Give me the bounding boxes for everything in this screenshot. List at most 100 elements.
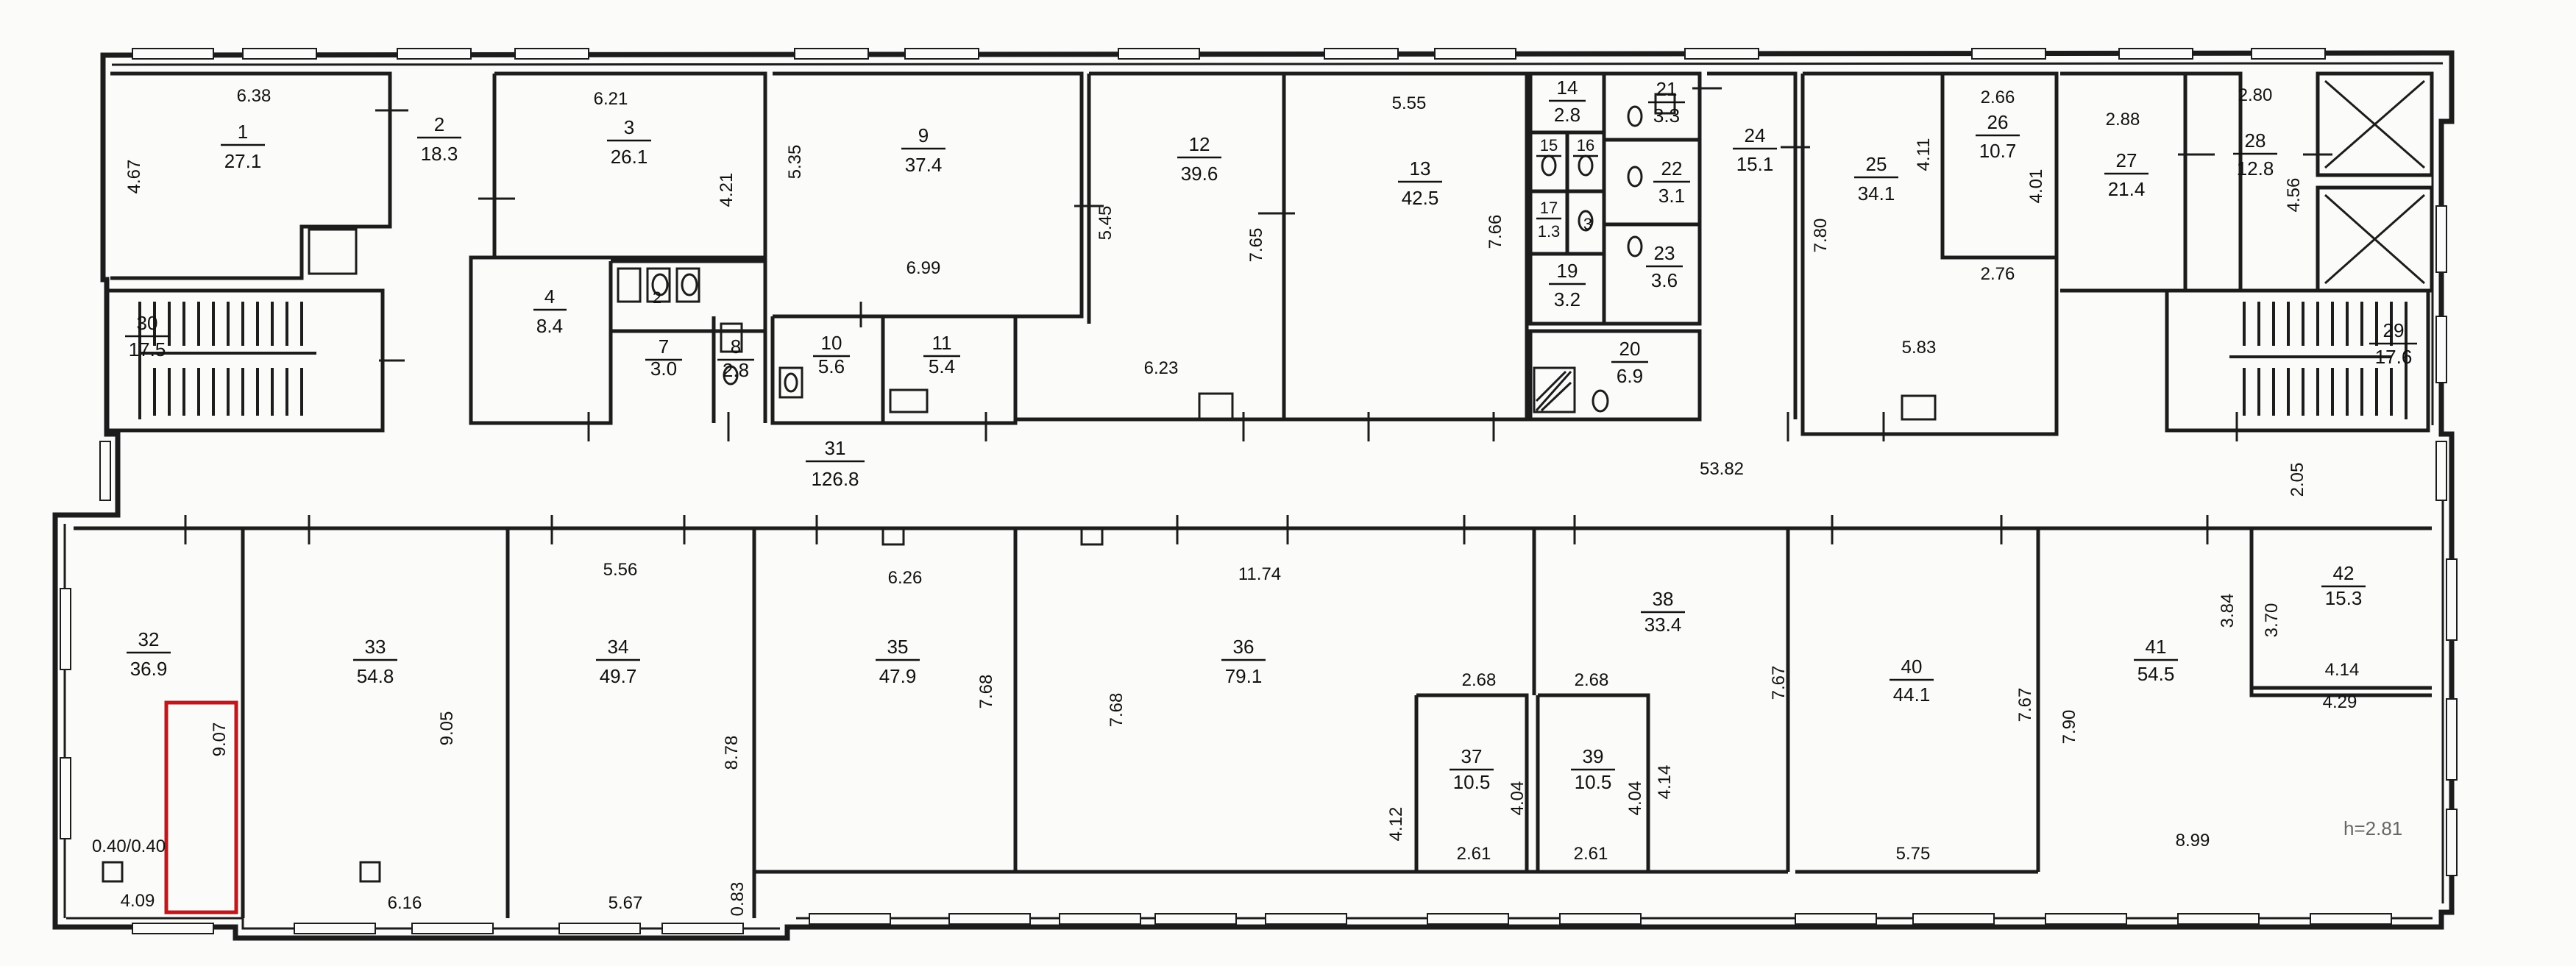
room-area: 44.1 bbox=[1893, 683, 1931, 706]
dimension: 9.05 bbox=[437, 711, 457, 746]
room-label-15: 15 bbox=[1536, 136, 1561, 157]
room-number: 40 bbox=[1901, 656, 1923, 678]
dimension: 7.66 bbox=[1486, 215, 1505, 249]
room-area: 54.8 bbox=[357, 665, 394, 687]
room-area: 2.8 bbox=[723, 359, 749, 381]
room-label-42: 42 15.3 bbox=[2321, 562, 2366, 609]
room-area: 126.8 bbox=[811, 468, 859, 490]
room-label-27: 27 21.4 bbox=[2104, 149, 2149, 200]
room-label-28: 28 12.8 bbox=[2233, 129, 2277, 180]
dimension: 4.14 bbox=[1655, 765, 1675, 800]
dimension: 4.09 bbox=[121, 891, 155, 911]
room-label-8: 8 2.8 bbox=[717, 335, 754, 381]
room-label-18: 3 bbox=[1583, 215, 1592, 233]
room-area: 79.1 bbox=[1225, 665, 1263, 687]
room-area: 6.9 bbox=[1617, 365, 1643, 387]
dimension: 4.01 bbox=[2026, 169, 2046, 204]
dimension: 5.56 bbox=[603, 560, 638, 580]
room-label-34: 34 49.7 bbox=[596, 636, 640, 687]
room-number: 34 bbox=[608, 636, 629, 658]
dimension: 7.68 bbox=[976, 675, 996, 709]
dimension: 4.29 bbox=[2323, 692, 2357, 712]
room-area: 17.5 bbox=[129, 338, 166, 361]
room-number: 24 bbox=[1745, 124, 1766, 146]
room-label-37: 37 10.5 bbox=[1450, 745, 1494, 793]
room-area: 1.3 bbox=[1538, 222, 1561, 241]
room-area: 10.7 bbox=[1979, 140, 2017, 162]
room-number: 10 bbox=[821, 332, 842, 354]
dimension: 6.23 bbox=[1144, 358, 1179, 378]
room-number: 38 bbox=[1653, 588, 1674, 610]
room-label-9: 9 37.4 bbox=[901, 124, 945, 176]
room-label-24: 24 15.1 bbox=[1733, 124, 1777, 175]
room-area: 21.4 bbox=[2108, 178, 2146, 200]
room-label-25: 25 34.1 bbox=[1854, 153, 1898, 205]
dimension: 2.68 bbox=[1462, 670, 1497, 690]
south-rooms bbox=[74, 526, 2432, 918]
room-number: 3 bbox=[624, 116, 634, 138]
room-label-16: 16 bbox=[1573, 136, 1598, 157]
dimension: 4.11 bbox=[1914, 138, 1934, 171]
room-label-32: 32 36.9 bbox=[127, 628, 171, 680]
dimension: 3.84 bbox=[2218, 594, 2238, 628]
room-number: 31 bbox=[825, 437, 846, 459]
room-number: 29 bbox=[2383, 319, 2405, 341]
room-label-20: 20 6.9 bbox=[1611, 338, 1648, 387]
dimension: 4.56 bbox=[2284, 178, 2304, 213]
room-area: 39.6 bbox=[1181, 163, 1218, 185]
room-number: 42 bbox=[2333, 562, 2355, 584]
room-number: 27 bbox=[2116, 149, 2137, 171]
stair-29 bbox=[2229, 302, 2408, 419]
room-label-2: 2 18.3 bbox=[417, 113, 461, 165]
dimension: 53.82 bbox=[1700, 459, 1744, 479]
dimension: 2.05 bbox=[2288, 463, 2307, 497]
dimension: 6.16 bbox=[388, 893, 422, 913]
room-label-5-6: 2 bbox=[653, 288, 661, 307]
room-number: 25 bbox=[1866, 153, 1887, 175]
room-label-12: 12 39.6 bbox=[1177, 133, 1221, 185]
windows bbox=[60, 48, 2458, 934]
room-label-10: 10 5.6 bbox=[813, 332, 850, 377]
room-area: 3.2 bbox=[1554, 288, 1580, 310]
dimension: 4.04 bbox=[1508, 781, 1527, 816]
room-label-19: 19 3.2 bbox=[1549, 260, 1586, 310]
room-number: 7 bbox=[659, 335, 669, 358]
room-label-3: 3 26.1 bbox=[607, 116, 651, 168]
room-number: 37 bbox=[1461, 745, 1483, 767]
room-area: 3.0 bbox=[650, 358, 677, 380]
dimension: 5.55 bbox=[1392, 93, 1427, 113]
room-number: 39 bbox=[1583, 745, 1604, 767]
room-area: 17.6 bbox=[2375, 346, 2413, 368]
door-marks bbox=[184, 87, 2332, 544]
dimension: 4.21 bbox=[717, 173, 737, 207]
dimension: 8.99 bbox=[2176, 831, 2210, 850]
room-area: 2.8 bbox=[1554, 104, 1580, 126]
room-label-17: 17 1.3 bbox=[1536, 199, 1561, 241]
room-label-22: 22 3.1 bbox=[1653, 157, 1690, 207]
room-area: 34.1 bbox=[1858, 182, 1895, 205]
room-label-23: 23 3.6 bbox=[1646, 242, 1683, 291]
room-area: 15.1 bbox=[1736, 153, 1774, 175]
room-label-41: 41 54.5 bbox=[2134, 636, 2178, 685]
dimension: 5.75 bbox=[1896, 844, 1931, 864]
room-number: 22 bbox=[1661, 157, 1683, 180]
room-area: 12.8 bbox=[2237, 157, 2274, 180]
room-area: 5.4 bbox=[929, 355, 955, 377]
outer-walls bbox=[52, 50, 2455, 941]
dimension: 2.76 bbox=[1981, 264, 2015, 284]
room-number: 20 bbox=[1619, 338, 1641, 360]
room-area: 18.3 bbox=[421, 143, 458, 165]
dimension: 6.38 bbox=[237, 86, 272, 106]
dimension: 5.35 bbox=[785, 145, 805, 180]
room-area: 27.1 bbox=[224, 150, 262, 172]
room-number: 17 bbox=[1540, 199, 1558, 217]
room-area: 49.7 bbox=[600, 665, 637, 687]
room-number: 4 bbox=[544, 285, 555, 308]
room-label-39: 39 10.5 bbox=[1571, 745, 1615, 793]
dimension: 2.66 bbox=[1981, 88, 2015, 107]
dimension: 6.26 bbox=[888, 568, 923, 588]
dimension: 2.61 bbox=[1457, 844, 1491, 864]
room-number: 12 bbox=[1189, 133, 1210, 155]
dimension: 7.67 bbox=[2015, 688, 2035, 722]
